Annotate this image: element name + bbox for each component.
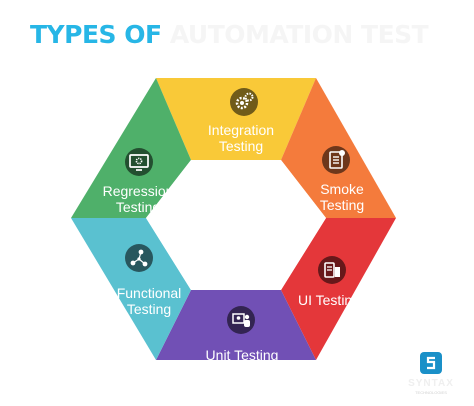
label-line: Integration <box>207 122 275 138</box>
label-line: Testing <box>126 301 172 317</box>
label-line: Testing <box>115 199 161 215</box>
title-part-2: AUTOMATION TEST <box>169 20 429 49</box>
label-line: Testing <box>218 138 264 154</box>
title-part-1: TYPES OF <box>30 20 162 49</box>
network-icon <box>125 244 153 272</box>
label-line: Smoke <box>320 181 364 197</box>
label-line: Regression <box>102 183 174 199</box>
ui-app-icon <box>318 256 346 284</box>
page-title: TYPES OF AUTOMATION TEST <box>30 20 429 50</box>
gears-icon <box>230 88 258 116</box>
segment-ui <box>281 218 396 360</box>
segment-label-regression: Regression Testing <box>94 183 182 215</box>
brand-logo: SYNTAX TECHNOLOGIES <box>402 352 460 400</box>
label-line: Unit Testing <box>205 347 279 363</box>
segment-label-smoke: Smoke Testing <box>300 181 384 213</box>
logo-name: SYNTAX <box>408 378 454 389</box>
segment-integration <box>156 78 316 160</box>
label-line: Functional <box>116 285 182 301</box>
segment-label-integration: Integration Testing <box>196 122 286 154</box>
segment-regression <box>71 78 191 218</box>
segment-label-functional: Functional Testing <box>105 285 193 317</box>
segment-functional <box>71 218 191 360</box>
monitor-gear-icon <box>125 148 153 176</box>
hexagon-center <box>146 160 326 290</box>
logo-tagline: TECHNOLOGIES <box>415 390 447 395</box>
label-line: UI Testing <box>298 292 360 308</box>
syntax-logo-icon <box>420 352 442 374</box>
unit-user-icon <box>227 306 255 334</box>
segment-label-ui: UI Testing <box>285 292 373 308</box>
label-line: Testing <box>319 197 365 213</box>
segment-label-unit: Unit Testing <box>192 347 292 363</box>
smoke-checklist-icon <box>322 146 350 174</box>
